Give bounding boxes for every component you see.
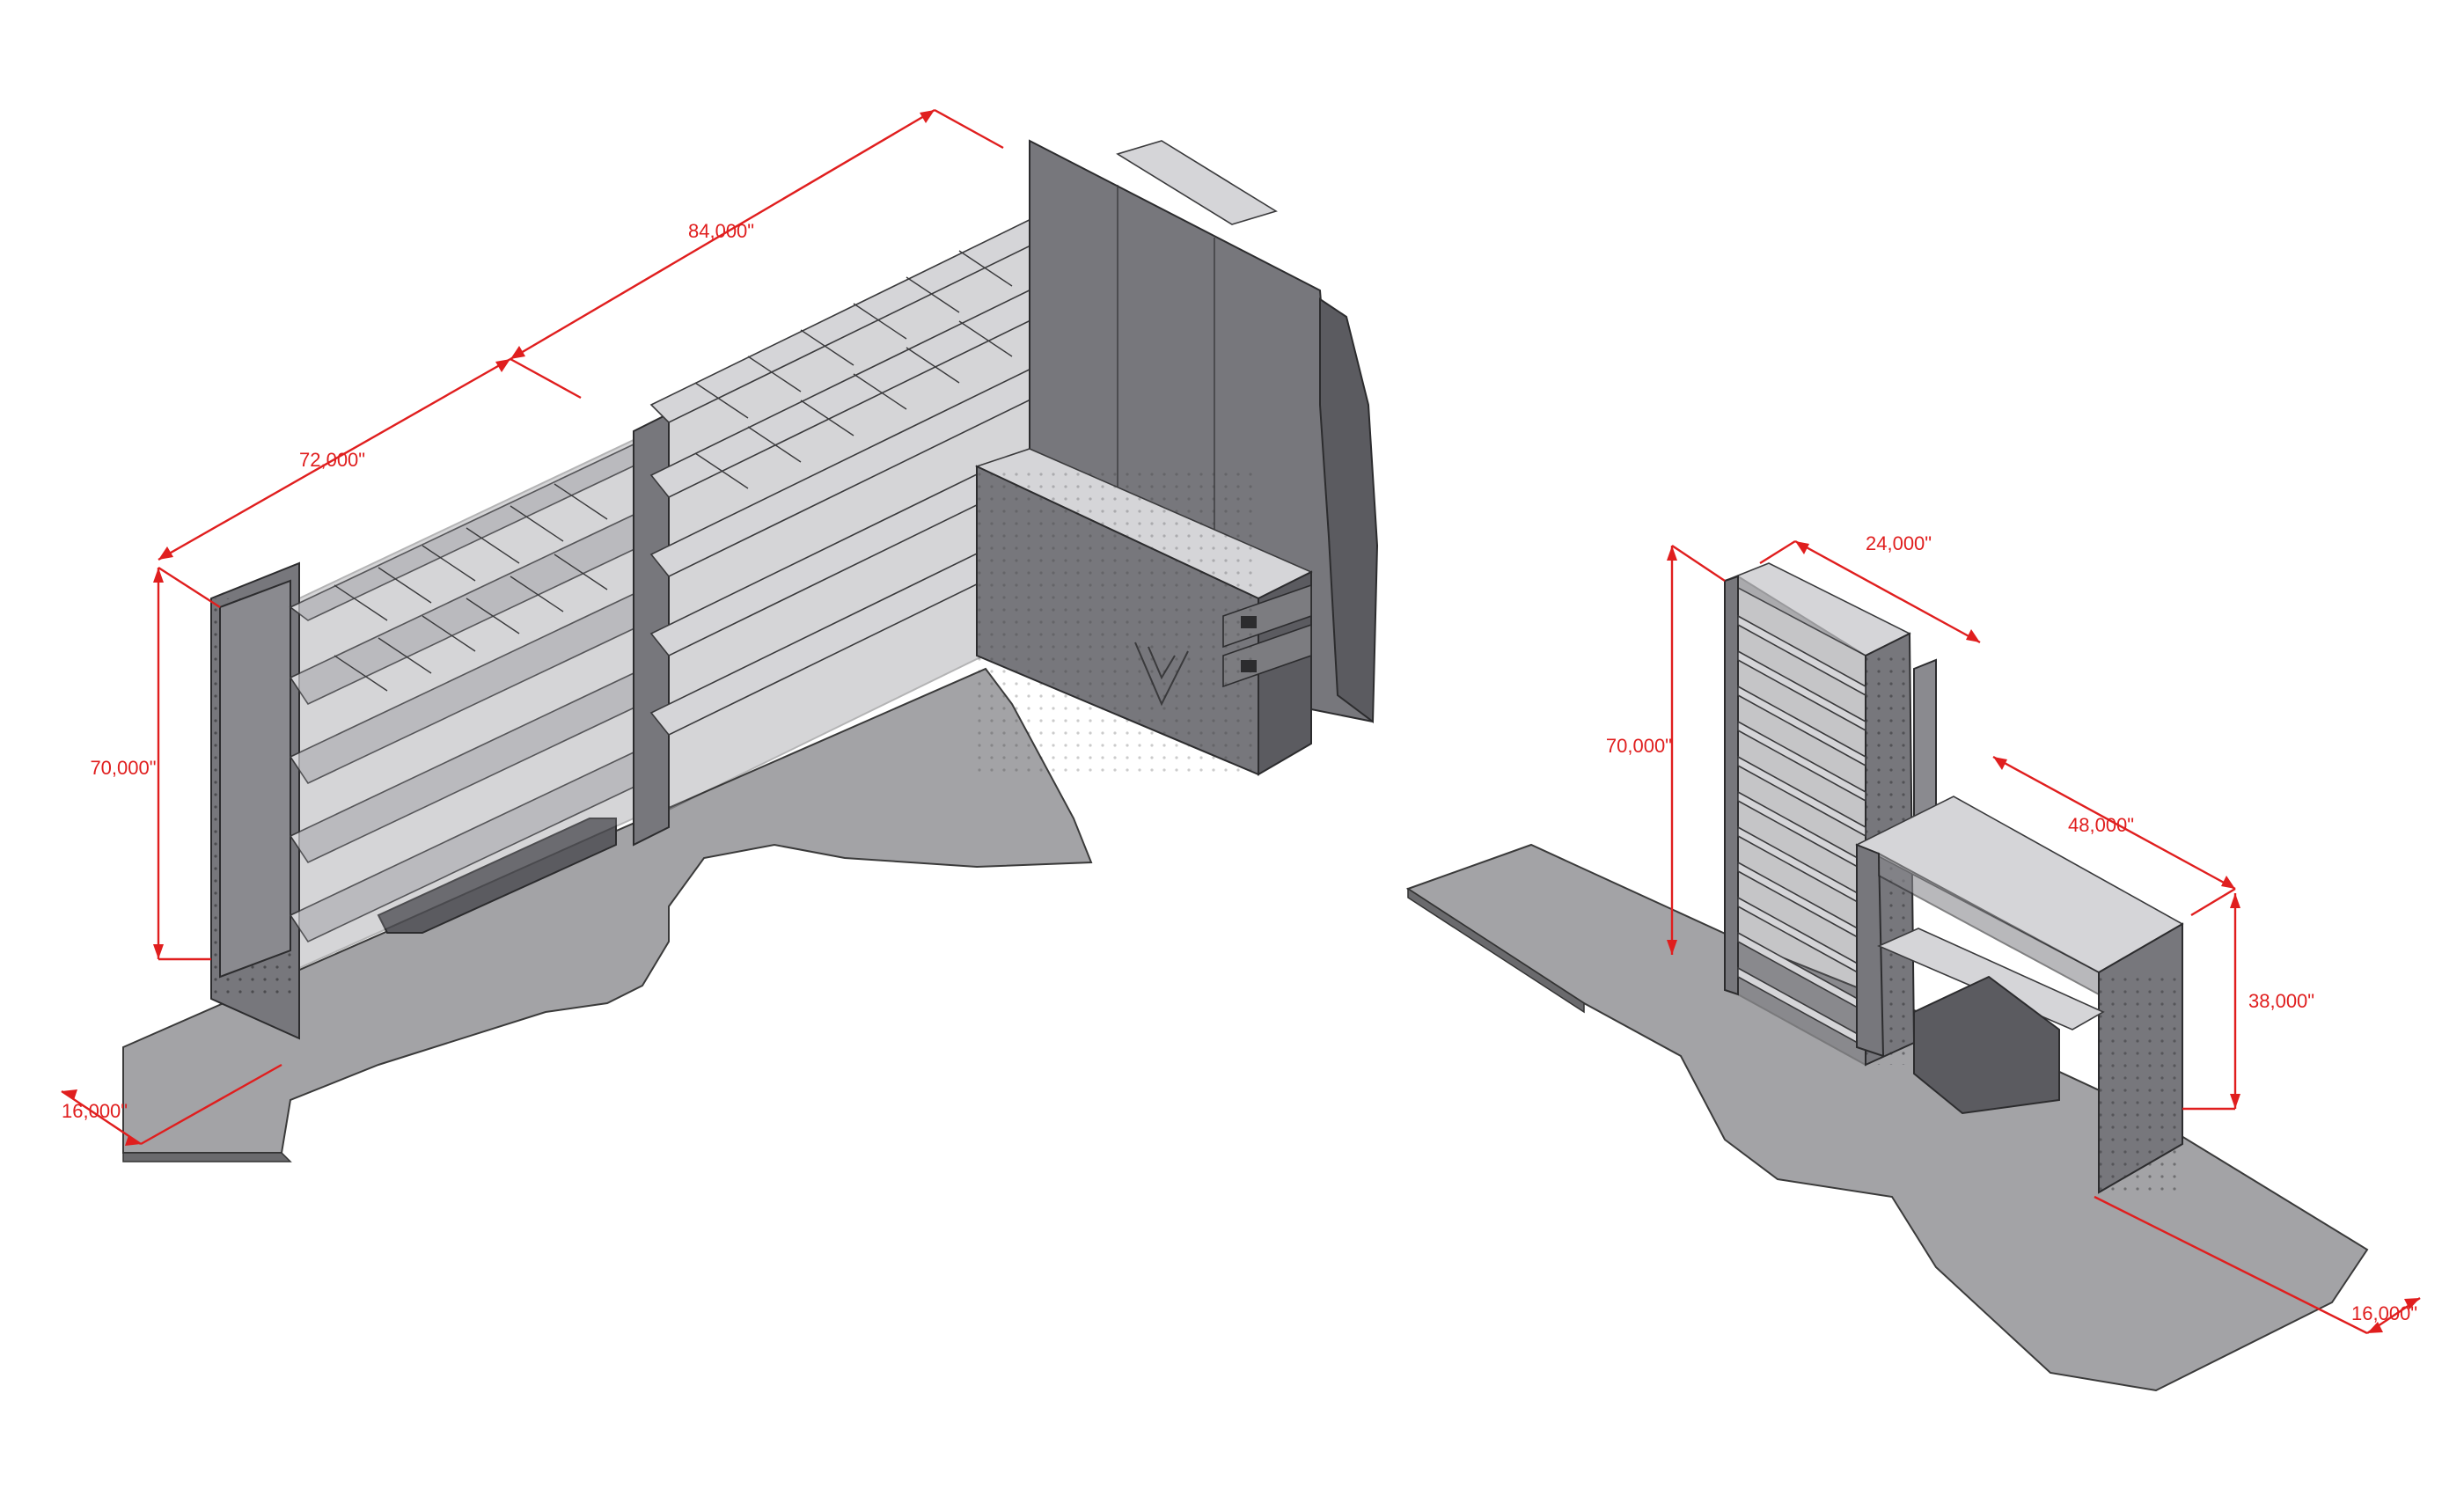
left-floor-edge (122, 1152, 292, 1162)
dim-label-72: 72,000" (299, 449, 365, 471)
dim-label-16-right: 16,000" (2351, 1302, 2417, 1324)
dim-label-38: 38,000" (2248, 990, 2314, 1012)
long-unit-left-section (289, 438, 652, 970)
left-middle-upright (633, 412, 670, 847)
dimensions: 84,000" 72,000" 70,000" 16,000" 24,000" … (61, 108, 2421, 1335)
bulkhead-side-wing (1319, 297, 1379, 723)
dim-label-24: 24,000" (1866, 532, 1932, 554)
left-assembly (122, 139, 1379, 1162)
dim-label-84: 84,000" (688, 220, 754, 242)
dim-label-70-right: 70,000" (1606, 735, 1672, 757)
dim-label-70-left: 70,000" (90, 757, 156, 779)
tall-tower (1723, 562, 1937, 1067)
right-assembly (1405, 562, 2369, 1392)
left-front-upright (219, 579, 291, 979)
bulkhead-top-flange (1116, 140, 1278, 225)
left-floor-plate (122, 667, 1093, 1154)
left-wheel-well (377, 818, 617, 934)
long-unit-right-section (649, 210, 1066, 811)
dim-label-48: 48,000" (2068, 814, 2134, 836)
drawer-cabinet (974, 448, 1313, 776)
right-floor-edge (1407, 887, 1585, 1014)
low-cabinet (1855, 796, 2184, 1194)
dim-label-16-left: 16,000" (62, 1100, 128, 1122)
